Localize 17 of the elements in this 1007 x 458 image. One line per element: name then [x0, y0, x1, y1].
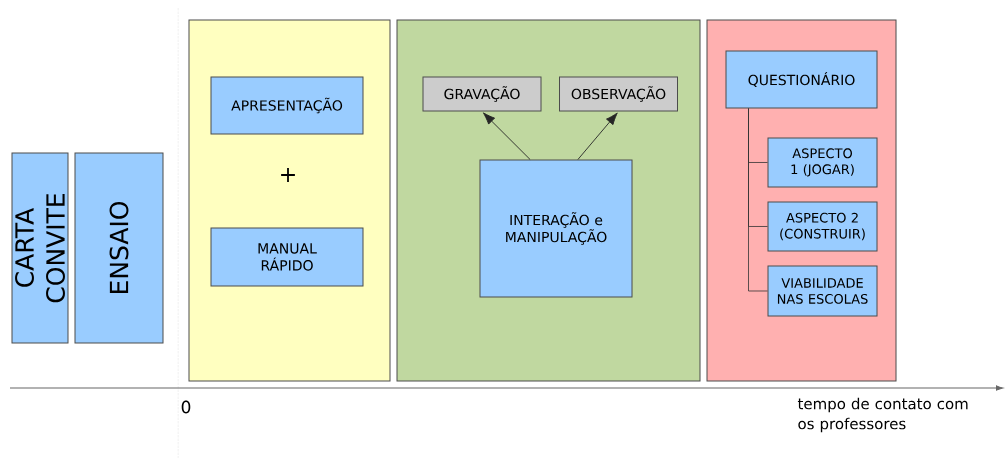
axis-tick-label: 0 [181, 400, 191, 414]
process-box: OBSERVAÇÃO [559, 76, 678, 112]
process-box: INTERAÇÃO e MANIPULAÇÃO [479, 159, 633, 298]
process-box: ASPECTO 2 (CONSTRUIR) [767, 201, 878, 252]
plus-sign: + [281, 168, 295, 182]
process-box: QUESTIONÁRIO [725, 50, 878, 109]
arrow [577, 112, 618, 160]
process-box: VIABILIDADE NAS ESCOLAS [767, 265, 878, 317]
connector-line [748, 108, 768, 292]
process-box: CARTA CONVITE [11, 152, 69, 344]
process-box: GRAVAÇÃO [422, 76, 542, 112]
process-box: MANUAL RÁPIDO [210, 227, 364, 287]
process-box: ENSAIO [74, 152, 164, 344]
process-box: ASPECTO 1 (JOGAR) [767, 137, 878, 188]
axis-label: tempo de contato com os professores [797, 397, 968, 433]
process-box: APRESENTAÇÃO [210, 76, 364, 135]
arrow [482, 112, 531, 160]
